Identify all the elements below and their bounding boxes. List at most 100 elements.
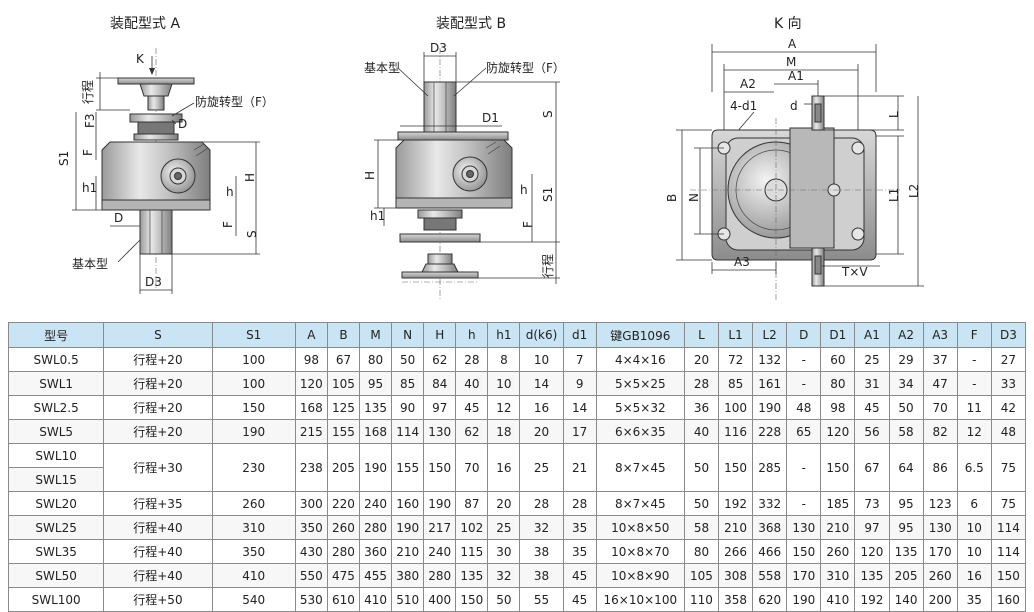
value-cell: 48 bbox=[990, 419, 1027, 444]
value-cell: 100 bbox=[211, 347, 296, 372]
value-cell: 14 bbox=[562, 395, 597, 420]
value-cell: 90 bbox=[391, 395, 425, 420]
value-cell: 8×7×45 bbox=[595, 443, 685, 492]
value-cell: 75 bbox=[990, 491, 1027, 516]
value-cell: 行程+40 bbox=[103, 563, 213, 588]
f3-label: F3 bbox=[83, 113, 97, 128]
k-view-label: K bbox=[136, 52, 145, 66]
value-cell: 36 bbox=[683, 395, 720, 420]
column-header: L2 bbox=[752, 322, 788, 348]
value-cell: 65 bbox=[786, 419, 822, 444]
value-cell: 72 bbox=[718, 347, 754, 372]
value-cell: 75 bbox=[990, 443, 1027, 492]
value-cell: 190 bbox=[391, 515, 425, 540]
value-cell: 185 bbox=[820, 491, 856, 516]
value-cell: 11 bbox=[956, 395, 992, 420]
value-cell: 16 bbox=[519, 395, 564, 420]
model-cell: SWL20 bbox=[7, 491, 105, 516]
value-cell: 64 bbox=[888, 443, 924, 492]
value-cell: 160 bbox=[990, 587, 1027, 612]
h-big-label: H bbox=[243, 173, 257, 182]
value-cell: 130 bbox=[922, 515, 958, 540]
value-cell: 35 bbox=[956, 587, 992, 612]
value-cell: 50 bbox=[683, 443, 720, 492]
value-cell: 16 bbox=[956, 563, 992, 588]
value-cell: 150 bbox=[820, 443, 856, 492]
value-cell: 410 bbox=[211, 563, 296, 588]
value-cell: 34 bbox=[888, 371, 924, 396]
value-cell: 18 bbox=[487, 419, 521, 444]
column-header: L bbox=[683, 322, 720, 348]
f-right-label-b: F bbox=[521, 221, 535, 228]
value-cell: 98 bbox=[294, 347, 328, 372]
value-cell: 530 bbox=[294, 587, 328, 612]
value-cell: 28 bbox=[455, 347, 489, 372]
value-cell: - bbox=[956, 371, 992, 396]
value-cell: 9 bbox=[562, 371, 597, 396]
value-cell: 360 bbox=[358, 539, 393, 564]
stroke-label-b: 行程 bbox=[540, 254, 555, 278]
value-cell: 42 bbox=[990, 395, 1027, 420]
value-cell: 260 bbox=[211, 491, 296, 516]
value-cell: 12 bbox=[956, 419, 992, 444]
value-cell: 85 bbox=[391, 371, 425, 396]
h-big-label-b: H bbox=[363, 171, 377, 180]
value-cell: 8×7×45 bbox=[595, 491, 685, 516]
value-cell: 150 bbox=[423, 443, 457, 492]
column-header: 键GB1096 bbox=[595, 322, 685, 348]
value-cell: 192 bbox=[718, 491, 754, 516]
value-cell: 32 bbox=[519, 515, 564, 540]
column-header: D1 bbox=[820, 322, 856, 348]
value-cell: 62 bbox=[455, 419, 489, 444]
h-small-label-b: h bbox=[520, 183, 528, 197]
value-cell: 455 bbox=[358, 563, 393, 588]
value-cell: 150 bbox=[718, 443, 754, 492]
value-cell: 87 bbox=[455, 491, 489, 516]
value-cell: 260 bbox=[922, 563, 958, 588]
value-cell: 80 bbox=[358, 347, 393, 372]
value-cell: 230 bbox=[211, 443, 296, 492]
value-cell: 358 bbox=[718, 587, 754, 612]
value-cell: 238 bbox=[294, 443, 328, 492]
txv-label: T×V bbox=[841, 265, 868, 279]
d-lower-label: D bbox=[114, 211, 123, 225]
column-header: 型号 bbox=[7, 322, 105, 348]
value-cell: 95 bbox=[888, 515, 924, 540]
value-cell: 266 bbox=[718, 539, 754, 564]
value-cell: 50 bbox=[683, 491, 720, 516]
value-cell: 10 bbox=[956, 539, 992, 564]
value-cell: 105 bbox=[683, 563, 720, 588]
value-cell: 260 bbox=[820, 539, 856, 564]
value-cell: 350 bbox=[211, 539, 296, 564]
value-cell: 100 bbox=[718, 395, 754, 420]
value-cell: 35 bbox=[562, 515, 597, 540]
value-cell: 行程+50 bbox=[103, 587, 213, 612]
basic-type-label-b: 基本型 bbox=[364, 61, 400, 75]
value-cell: 410 bbox=[820, 587, 856, 612]
value-cell: 97 bbox=[854, 515, 890, 540]
table-row: SWL15 bbox=[7, 467, 1026, 492]
diagram-area: 装配型式 A K 行程 F3 F bbox=[57, 16, 924, 300]
model-cell: SWL35 bbox=[7, 539, 105, 564]
value-cell: 410 bbox=[358, 587, 393, 612]
column-header: A bbox=[294, 322, 328, 348]
value-cell: 540 bbox=[211, 587, 296, 612]
value-cell: 25 bbox=[487, 515, 521, 540]
value-cell: 130 bbox=[423, 419, 457, 444]
value-cell: 28 bbox=[562, 491, 597, 516]
value-cell: 21 bbox=[562, 443, 597, 492]
value-cell: 35 bbox=[562, 539, 597, 564]
model-cell: SWL10 bbox=[7, 443, 105, 468]
value-cell: 7 bbox=[562, 347, 597, 372]
value-cell: 310 bbox=[820, 563, 856, 588]
value-cell: 120 bbox=[820, 419, 856, 444]
model-cell: SWL50 bbox=[7, 563, 105, 588]
value-cell: 50 bbox=[487, 587, 521, 612]
column-header: S1 bbox=[211, 322, 296, 348]
value-cell: 16×10×100 bbox=[595, 587, 685, 612]
value-cell: 155 bbox=[391, 443, 425, 492]
